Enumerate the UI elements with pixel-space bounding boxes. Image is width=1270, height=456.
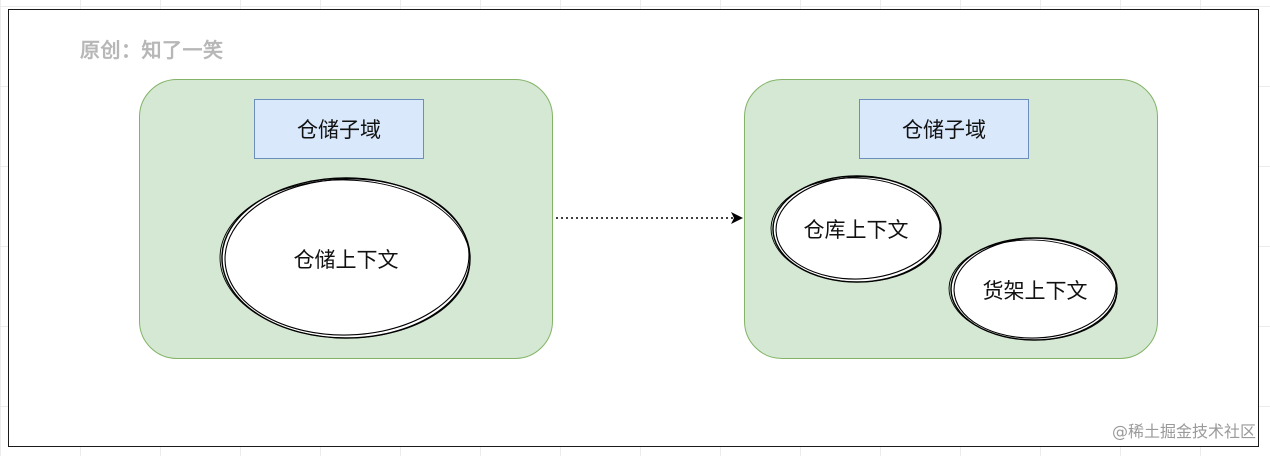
right-subdomain-label: 仓储子域 <box>859 99 1029 159</box>
warehouse-context-label: 仓库上下文 <box>803 218 909 242</box>
storage-context-label: 仓储上下文 <box>293 248 399 272</box>
author-credit: 原创：知了一笑 <box>80 38 224 62</box>
left-subdomain-label: 仓储子域 <box>254 99 424 159</box>
shelf-context-label: 货架上下文 <box>982 279 1088 303</box>
watermark: @稀土掘金技术社区 <box>1111 422 1256 441</box>
